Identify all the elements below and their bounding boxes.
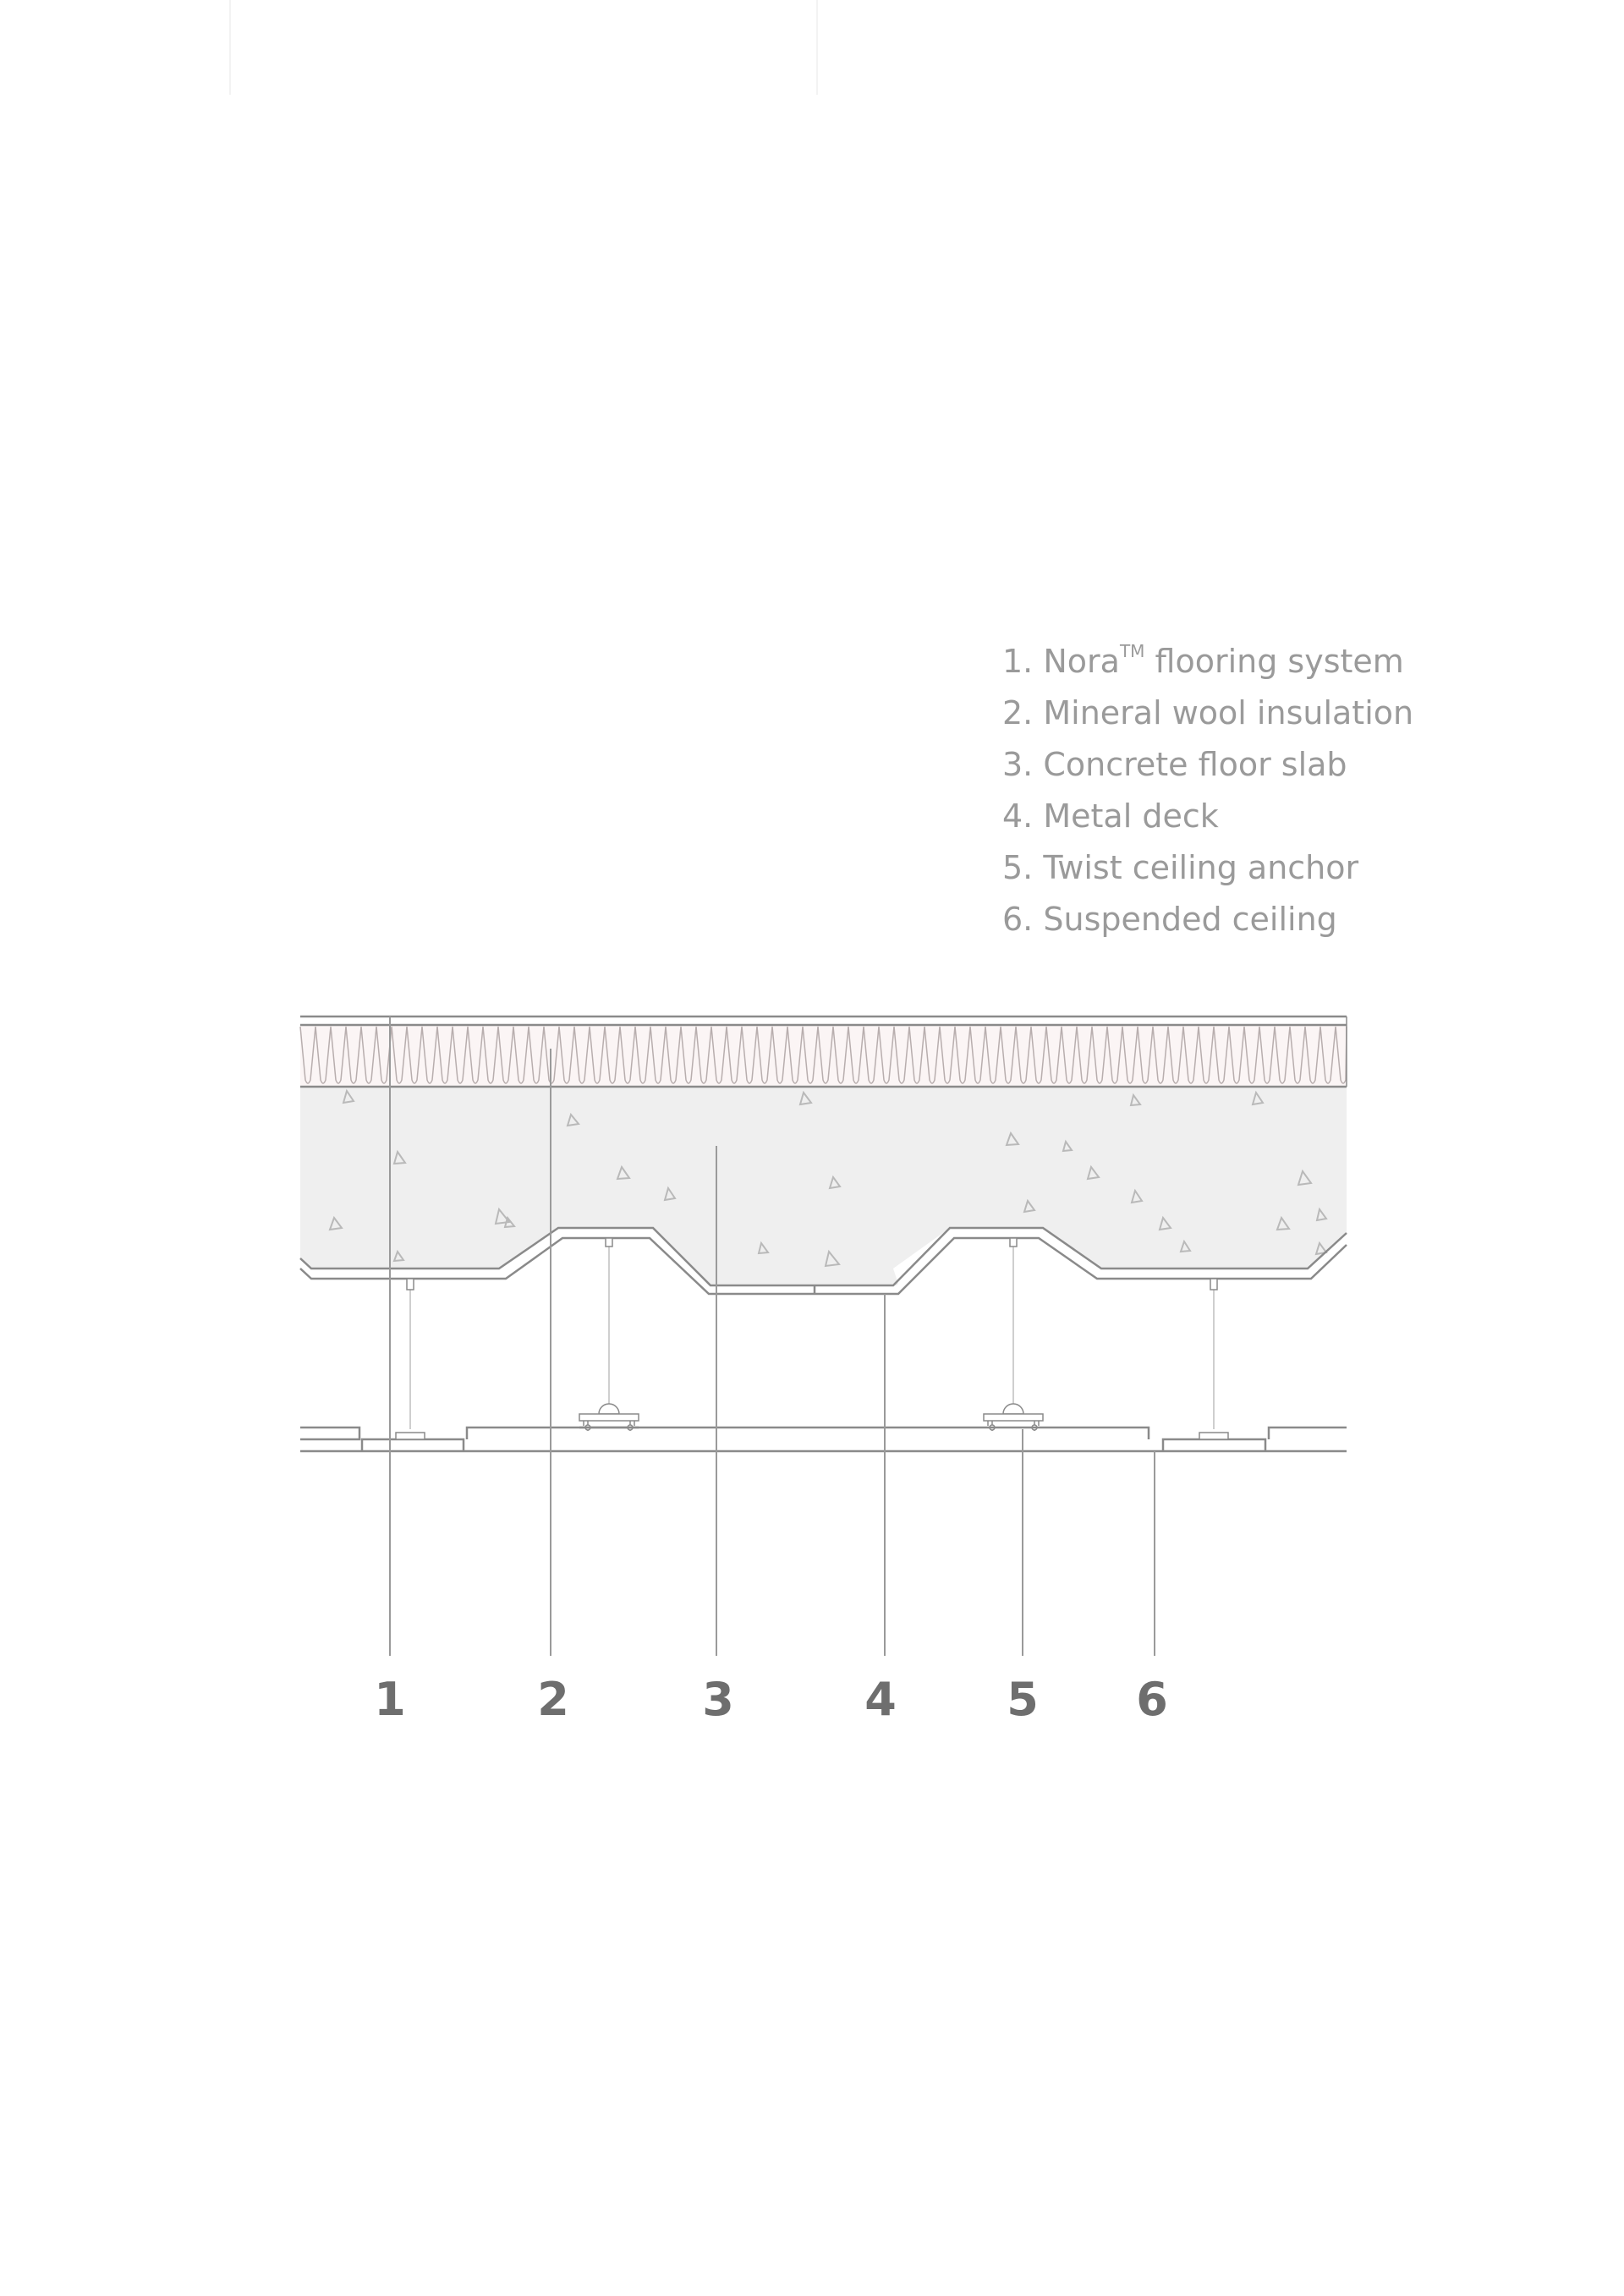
- callout-3: 3: [702, 1673, 734, 1726]
- nora-flooring: [300, 1015, 1347, 1088]
- legend-item-3: 3. Concrete floor slab: [1002, 746, 1347, 783]
- metal-deck: [299, 1226, 1347, 1296]
- trademark-sup: TM: [1119, 641, 1145, 661]
- legend-item-6: 6. Suspended ceiling: [1002, 901, 1337, 938]
- mineral-wool-insulation: [300, 1025, 1347, 1087]
- legend: 1. NoraTM flooring system 2. Mineral woo…: [1002, 636, 1413, 945]
- callout-2: 2: [537, 1673, 569, 1726]
- legend-item-2: 2. Mineral wool insulation: [1002, 694, 1414, 732]
- legend-item-4: 4. Metal deck: [1002, 797, 1219, 835]
- legend-item-5: 5. Twist ceiling anchor: [1002, 849, 1359, 886]
- leader-lines: [389, 1016, 1155, 1656]
- callout-4: 4: [864, 1673, 897, 1726]
- ceiling-clips: [395, 1432, 1229, 1440]
- callout-1: 1: [374, 1673, 406, 1726]
- callout-5: 5: [1007, 1673, 1039, 1726]
- concrete-aggregate: [328, 1088, 1328, 1268]
- insulation-pattern: [299, 1026, 1347, 1084]
- legend-item-1: 1. NoraTM flooring system: [1002, 641, 1404, 680]
- twist-ceiling-anchor: [579, 1403, 1044, 1431]
- suspended-ceiling: [300, 1426, 1347, 1453]
- callout-6: 6: [1136, 1673, 1168, 1726]
- concrete-slab: [300, 1087, 1347, 1285]
- ceiling-hangers: [409, 1245, 1215, 1429]
- hanger-tops: [406, 1237, 1218, 1290]
